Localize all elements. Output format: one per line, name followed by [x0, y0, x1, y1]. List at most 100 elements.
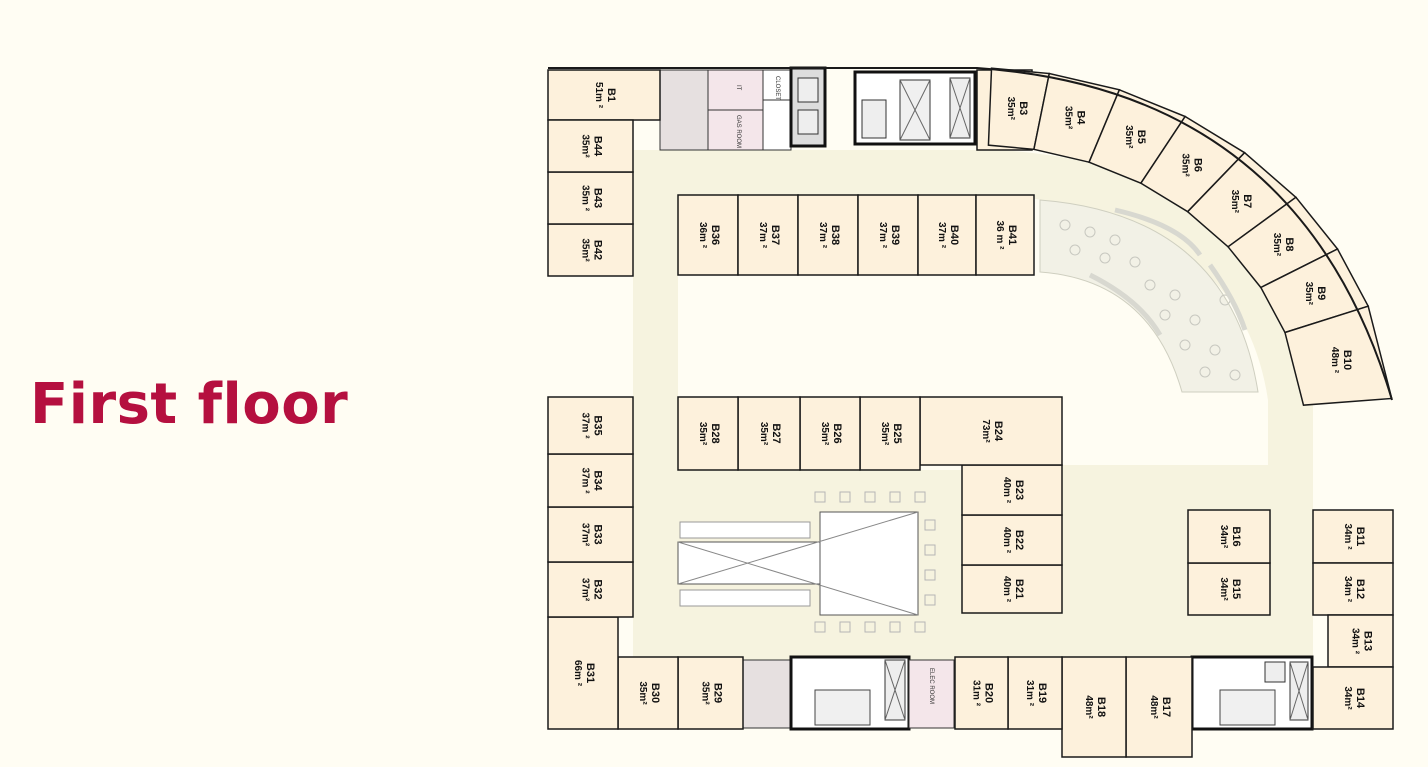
unit-area: 37m ² — [580, 412, 591, 439]
unit-area: 37m ² — [936, 222, 947, 249]
unit-id: B20 — [983, 683, 995, 703]
unit-id: B8 — [1283, 237, 1295, 251]
unit-id: B28 — [709, 423, 721, 443]
unit-id: B21 — [1013, 579, 1025, 599]
unit-id: B4 — [1074, 110, 1086, 125]
unit-id: B35 — [592, 415, 604, 435]
unit-id: B19 — [1036, 683, 1048, 703]
outer-wall — [548, 67, 1393, 401]
unit-id: B18 — [1095, 697, 1107, 717]
unit-id: B25 — [891, 423, 903, 443]
unit-area: 35m² — [1062, 106, 1073, 130]
unit-area: 35m² — [1303, 282, 1314, 306]
unit-area: 35m² — [1005, 97, 1016, 121]
unit-area: 35m² — [758, 422, 769, 446]
unit-area: 34m² — [1218, 577, 1229, 601]
unit-id: B26 — [831, 423, 843, 443]
unit-id: B30 — [649, 683, 661, 703]
unit-area: 35m² — [1229, 190, 1240, 214]
unit-id: B6 — [1191, 158, 1203, 172]
unit-area: 35m² — [1123, 125, 1134, 149]
it-room-label: IT — [735, 85, 741, 91]
unit-area: 35m² — [580, 238, 591, 262]
unit-id: B23 — [1013, 480, 1025, 500]
unit-id: B1 — [605, 88, 617, 102]
unit-id: B34 — [592, 470, 604, 491]
unit-area: 36m ² — [697, 222, 708, 249]
unit-area: 35m² — [697, 422, 708, 446]
unit-id: B16 — [1230, 526, 1242, 546]
unit-area: 34m ² — [1350, 628, 1361, 655]
unit-area: 34m² — [1218, 525, 1229, 549]
unit-id: B37 — [769, 225, 781, 245]
unit-id: B12 — [1354, 579, 1366, 599]
unit-id: B5 — [1135, 130, 1147, 144]
unit-area: 35m² — [1179, 153, 1190, 177]
unit-area: 35m² — [879, 422, 890, 446]
page-title: First floor — [30, 372, 349, 437]
unit-id: B43 — [592, 188, 604, 208]
unit-area: 35m ² — [580, 185, 591, 212]
unit-area: 37m ² — [757, 222, 768, 249]
unit-area: 37m ² — [877, 222, 888, 249]
unit-area: 40m ² — [1001, 527, 1012, 554]
courtyard-seating — [1039, 199, 1259, 393]
unit-id: B15 — [1230, 579, 1242, 599]
unit-id: B31 — [584, 663, 596, 683]
unit-id: B13 — [1362, 631, 1374, 651]
unit-area: 34m ² — [1342, 523, 1353, 550]
unit-id: B10 — [1341, 350, 1353, 370]
unit-id: B14 — [1354, 688, 1366, 709]
elec-room-label: ELEC ROOM — [928, 668, 934, 704]
unit-area: 40m ² — [1001, 576, 1012, 603]
unit-area: 36 m ² — [994, 221, 1005, 251]
unit-id: B11 — [1354, 527, 1366, 547]
unit-area: 35m² — [819, 422, 830, 446]
unit-id: B7 — [1241, 194, 1253, 208]
unit-area: 35m² — [700, 681, 711, 705]
unit-id: B22 — [1013, 530, 1025, 550]
unit-id: B39 — [889, 225, 901, 245]
unit-area: 31m ² — [1024, 680, 1035, 707]
unit-id: B36 — [709, 225, 721, 245]
unit-area: 66m ² — [572, 660, 583, 687]
gas-room-label: GAS ROOM — [735, 115, 741, 148]
